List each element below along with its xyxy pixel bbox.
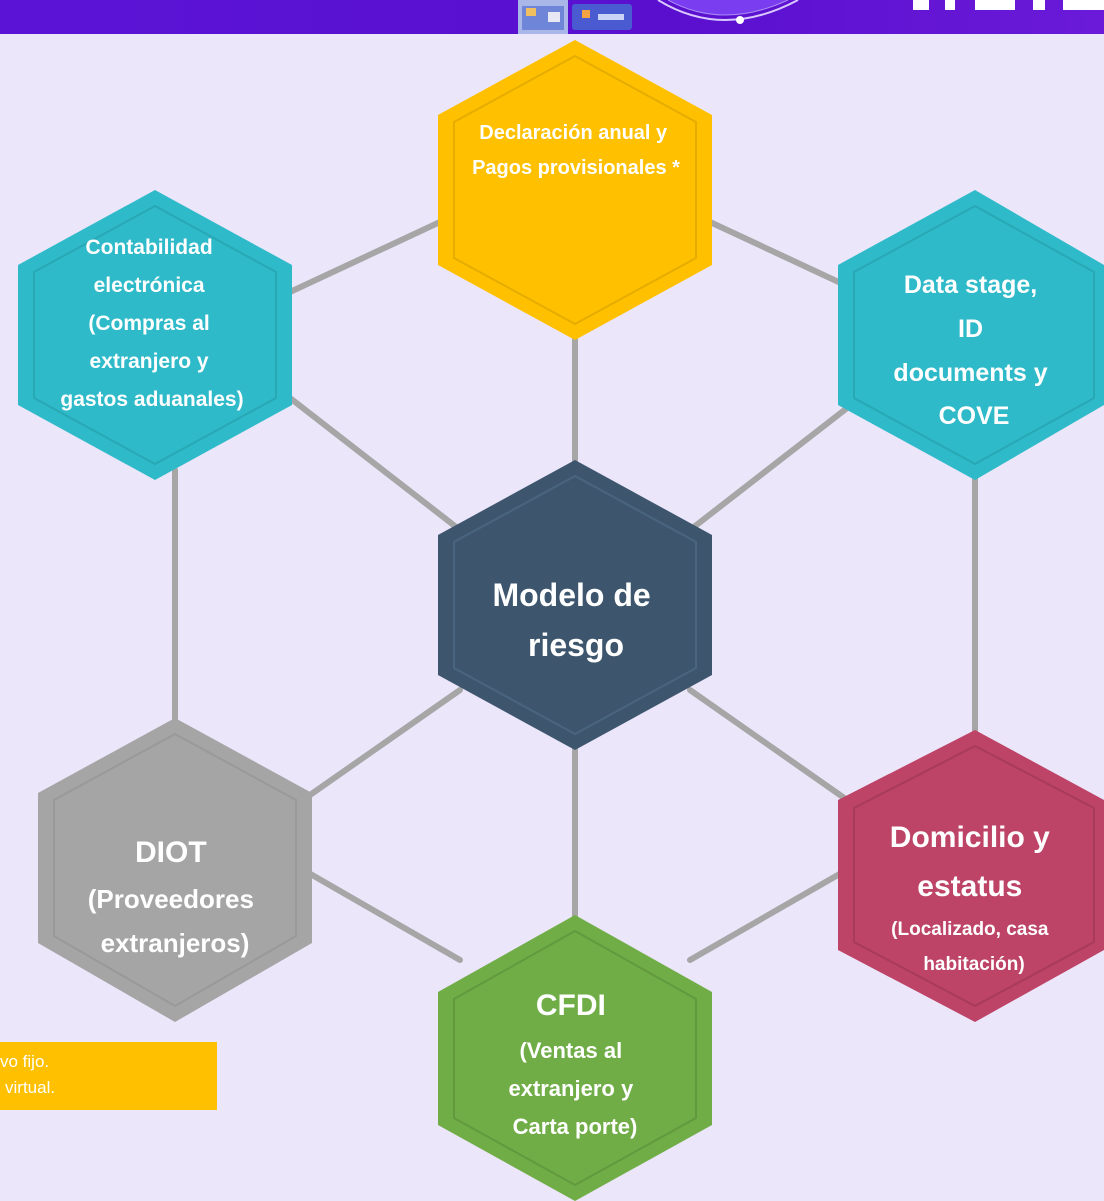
- banner-illustration-icon: [518, 0, 799, 34]
- connector-line: [297, 687, 463, 805]
- connector-line: [687, 687, 853, 805]
- hex-declaracion: [438, 40, 712, 340]
- connector-line: [687, 865, 853, 963]
- label-declaracion: Declaración anual y Pagos provisionales …: [472, 122, 680, 179]
- connector-line: [297, 865, 463, 963]
- footnote-box: vo fijo. virtual.: [0, 1042, 217, 1110]
- hex-modelo-riesgo: [438, 460, 712, 750]
- hex-domicilio: [838, 730, 1104, 1022]
- footnote-line-1: vo fijo.: [0, 1052, 50, 1071]
- brand-mark-icon: [913, 0, 1104, 10]
- top-banner: [0, 0, 1104, 34]
- label-cfdi: CFDI (Ventas al extranjero y Carta porte…: [508, 989, 641, 1139]
- label-data-stage: Data stage, ID documents y COVE: [893, 271, 1054, 430]
- hex-data-stage: [838, 190, 1104, 480]
- hex-contabilidad: [18, 190, 292, 480]
- footnote-line-2: virtual.: [5, 1078, 56, 1097]
- connector-line: [707, 219, 863, 295]
- label-contabilidad: Contabilidad electrónica (Compras al ext…: [60, 236, 243, 411]
- hex-diot: [38, 718, 312, 1022]
- label-domicilio: Domicilio y estatus (Localizado, casa ha…: [890, 821, 1058, 975]
- connector-line: [287, 219, 443, 295]
- label-diot: DIOT (Proveedores extranjeros): [88, 836, 263, 958]
- connector-line: [687, 395, 863, 533]
- connector-line: [287, 395, 463, 533]
- hex-cfdi: [438, 915, 712, 1201]
- label-modelo-riesgo: Modelo de riesgo: [492, 577, 659, 663]
